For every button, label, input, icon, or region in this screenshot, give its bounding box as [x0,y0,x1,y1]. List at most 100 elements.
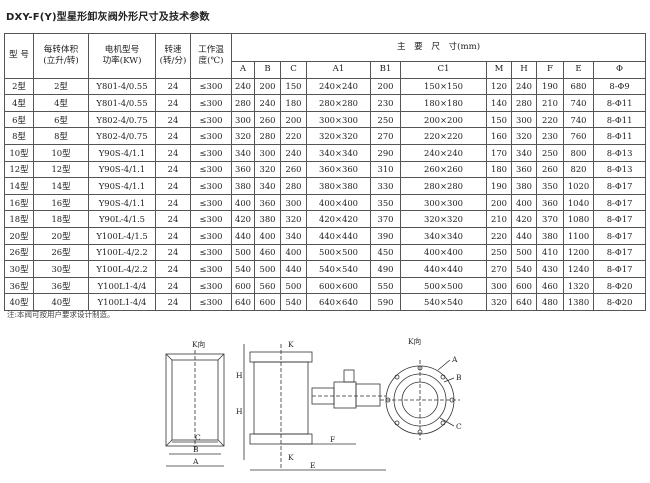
table-cell: 10型 [4,143,34,162]
table-cell: 160 [486,127,512,145]
table-cell: ≤300 [190,276,232,295]
dim-h-1: H [236,371,243,380]
table-cell: 360 [511,160,537,179]
table-cell: 8-Φ17 [592,260,647,278]
table-cell: Y801-4/0.55 [88,94,156,112]
table-cell: 8-Φ17 [592,193,647,212]
table-cell: 490 [370,260,401,278]
dim-e: E [310,461,315,470]
table-cell: 340 [511,143,537,162]
table-cell: 280 [280,177,307,195]
table-cell: 1080 [563,210,594,228]
table-cell: 320 [280,210,307,228]
table-cell: 380 [231,177,255,195]
table-cell: 12型 [33,160,89,179]
table-cell: ≤300 [190,177,232,195]
table-cell: 8型 [33,127,89,145]
table-cell: 540×540 [306,260,371,278]
table-cell: 440×440 [400,260,487,278]
table-cell: 24 [155,210,191,228]
table-cell: 600 [511,276,537,295]
table-cell: 380×380 [306,177,371,195]
table-cell: 2型 [4,77,34,96]
table-cell: 450 [370,243,401,262]
table-cell: 400 [280,243,307,262]
table-cell: 36型 [4,276,34,295]
table-cell: 200 [280,110,307,129]
table-cell: 1200 [563,243,594,262]
table-cell: 500 [231,243,255,262]
right-k-view-label: K向 [408,336,421,346]
table-cell: 150×150 [400,77,487,96]
table-cell: 8-Φ13 [592,160,647,179]
header-dim-1: B [254,61,281,79]
table-cell: ≤300 [190,226,232,245]
left-k-view: K向 C B A [165,339,225,467]
table-cell: 20型 [4,226,34,245]
table-cell: 6型 [33,110,89,129]
table-cell: 280×280 [306,94,371,112]
table-cell: 340 [280,226,307,245]
dim-f: F [330,435,335,444]
table-cell: 300 [511,110,537,129]
header-speed: 转速 (转/分) [155,33,191,79]
table-cell: 200 [370,77,401,96]
header-model: 型 号 [4,33,34,79]
table-cell: Y90S-4/1.1 [88,143,156,162]
table-cell: 26型 [4,243,34,262]
header-dim-7: H [511,61,537,79]
table-cell: 460 [254,243,281,262]
table-cell: 340 [231,143,255,162]
table-cell: 290 [370,143,401,162]
header-dim-0: A [231,61,255,79]
table-cell: 390 [370,226,401,245]
table-cell: 320 [231,127,255,145]
table-cell: 4型 [4,94,34,112]
table-cell: 320×320 [400,210,487,228]
dim-b-right: B [456,373,462,382]
table-cell: 170 [486,143,512,162]
header-dims: 主 要 尺 寸(mm) [230,33,647,62]
table-cell: 220 [280,127,307,145]
table-cell: 150 [486,110,512,129]
table-cell: 340×340 [400,226,487,245]
table-cell: 310 [370,160,401,179]
table-cell: ≤300 [190,77,232,96]
table-cell: 24 [155,143,191,162]
table-cell: 440 [511,226,537,245]
table-cell: 270 [370,127,401,145]
table-cell: 8-Φ17 [592,243,647,262]
table-cell: 16型 [33,193,89,212]
table-cell: Y100L-4/1.5 [88,226,156,245]
table-cell: 24 [155,243,191,262]
table-cell: ≤300 [190,94,232,112]
table-cell: 320 [511,127,537,145]
table-cell: Y100L-4/2.2 [88,260,156,278]
table-cell: ≤300 [190,210,232,228]
table-cell: 8-Φ17 [592,226,647,245]
table-note: 注:本阀可按用户要求设计制造。 [7,310,115,319]
table-cell: 36型 [33,276,89,295]
dim-c-right: C [456,422,462,431]
table-cell: 420 [511,210,537,228]
table-cell: 24 [155,193,191,212]
table-cell: 540 [231,260,255,278]
table-cell: 370 [370,210,401,228]
table-cell: 360×360 [306,160,371,179]
table-cell: 16型 [4,193,34,212]
table-cell: 8-Φ17 [592,177,647,195]
table-cell: 380 [511,177,537,195]
table-cell: 440×440 [306,226,371,245]
table-cell: 24 [155,276,191,295]
table-cell: 40型 [4,293,34,311]
table-cell: ≤300 [190,160,232,179]
table-cell: 680 [563,77,594,96]
table-cell: 8-Φ9 [592,77,647,96]
table-cell: 8-Φ11 [592,94,647,112]
table-cell: 140 [486,94,512,112]
table-cell: Y90L-4/1.5 [88,210,156,228]
table-cell: 600 [231,276,255,295]
table-cell: 540 [511,260,537,278]
table-cell: 740 [563,94,594,112]
